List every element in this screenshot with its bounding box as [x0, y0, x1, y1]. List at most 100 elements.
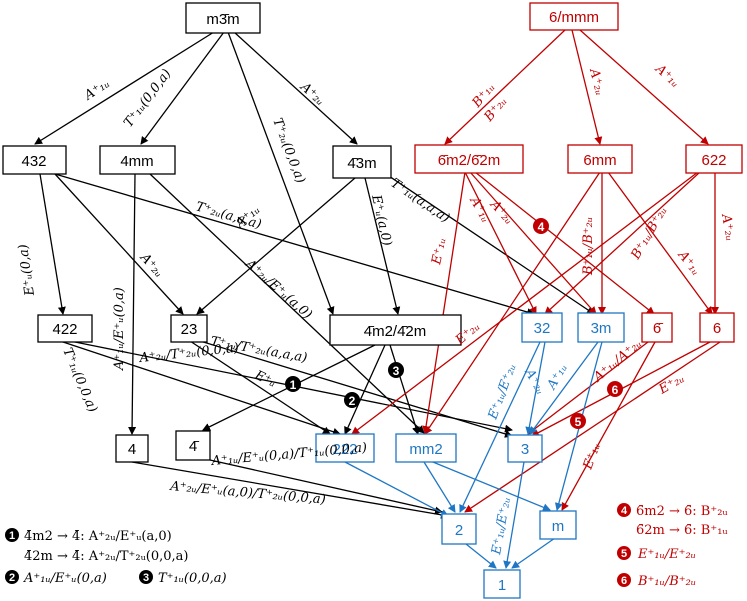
node-432: 432	[21, 153, 46, 170]
label-3-1: E⁺₁ᵤ/E⁺₂ᵤ	[489, 496, 514, 557]
node-box-3m	[577, 312, 625, 343]
edge-43m-42m	[364, 177, 401, 315]
node-box-43m	[332, 145, 392, 179]
marker-4	[533, 218, 549, 234]
node-box-4bar	[175, 430, 211, 461]
edge-422-222	[59, 340, 341, 436]
edge-3m-3	[529, 341, 599, 435]
svg-text:1: 1	[290, 378, 297, 392]
edge-6m2-3m	[469, 171, 597, 315]
label-622-32: B⁺₁ᵤ/B⁺₂ᵤ	[628, 204, 670, 263]
svg-text:5: 5	[575, 415, 582, 429]
legend-line-6: B⁺₁ᵤ/B⁺₂ᵤ	[637, 574, 696, 589]
edge-6mm-6	[607, 171, 713, 315]
node-box-3	[507, 434, 543, 463]
node-box-6m2	[414, 144, 524, 174]
legend-right: 4 6̄m2 → 6̄: B⁺₂ᵤ 6̄2m → 6̄: B⁺₁ᵤ 5 E⁺₁ᵤ…	[617, 503, 728, 589]
legend-marker-2	[5, 570, 19, 584]
node-box-mm2	[395, 433, 457, 463]
node-box-m3m	[185, 2, 261, 34]
edge-6m2-mm2	[422, 171, 466, 434]
svg-text:2: 2	[349, 394, 356, 408]
legend-marker-6	[617, 573, 631, 587]
svg-text:4: 4	[538, 220, 545, 234]
legend-line-3: T⁺₁ᵤ(0,0,a)	[158, 571, 227, 586]
label-432-422: E⁺ᵤ(0,a)	[16, 243, 38, 297]
node-mm2: mm2	[409, 441, 442, 458]
diagram-markers: 1 2 3 4 5 6	[285, 218, 623, 429]
node-222: 222	[332, 441, 357, 458]
marker-5	[570, 413, 586, 429]
marker-6	[607, 381, 623, 397]
node-6bar: 6̄	[653, 320, 663, 337]
label-4-2: A⁺₂ᵤ/E⁺ᵤ(a,0)/T⁺₂ᵤ(0,0,a)	[169, 479, 327, 508]
node-43m: 4̄3m	[347, 155, 376, 172]
legend-left: 1 4̄m2 → 4̄: A⁺₂ᵤ/E⁺ᵤ(a,0) 4̄2m → 4̄: A⁺…	[5, 528, 227, 586]
node-box-6	[699, 312, 735, 343]
node-23: 23	[181, 321, 198, 338]
svg-text:3: 3	[393, 364, 400, 378]
node-box-2	[441, 513, 477, 545]
label-6mmm-622: A⁺₁ᵤ	[652, 61, 683, 91]
label-4bar-2: A⁺₁ᵤ/E⁺ᵤ(0,a)/T⁺₁ᵤ(0,0,a)	[210, 440, 368, 469]
edge-m3m-432	[34, 31, 215, 145]
edge-23-222	[189, 340, 331, 435]
edge-432-23	[54, 173, 184, 315]
node-box-32	[521, 312, 563, 343]
edge-4mm-4	[128, 173, 137, 435]
node-2: 2	[455, 522, 463, 539]
svg-text:6: 6	[621, 575, 627, 587]
edge-m3m-42m	[227, 31, 335, 315]
label-6-3: E⁺₂ᵤ	[656, 371, 688, 398]
node-3: 3	[521, 441, 529, 458]
label-6bar-3: A⁺₁ᵤ/A⁺₂ᵤ	[590, 336, 645, 385]
node-6mm: 6mm	[583, 152, 616, 169]
legend-marker-5	[617, 546, 631, 560]
edge-6mm-mm2	[424, 171, 601, 435]
edge-6mmm-6mm	[571, 29, 603, 145]
marker-3	[388, 362, 404, 378]
svg-text:3: 3	[143, 572, 149, 584]
label-32-3: A⁺₂ᵤ	[521, 366, 548, 397]
edge-23-3	[199, 340, 513, 438]
blue-nodes: 32 3m 222 mm2 3 2 m 1	[315, 312, 625, 599]
node-422: 422	[52, 321, 77, 338]
node-box-4	[115, 434, 149, 463]
edge-2-1	[465, 543, 497, 569]
node-m: m	[552, 518, 565, 535]
edge-622-32	[544, 171, 701, 315]
node-box-1	[483, 569, 521, 599]
label-6bar-m: E⁺₁ᵤ	[580, 441, 604, 472]
svg-text:1: 1	[9, 530, 15, 542]
edge-6bar-m	[561, 341, 656, 511]
svg-text:5: 5	[621, 548, 627, 560]
label-422-4: T⁺₁ᵤ(0,0,a)	[59, 346, 100, 415]
node-box-23	[170, 314, 208, 343]
edge-mm2-m	[427, 459, 551, 512]
node-4: 4	[128, 441, 136, 458]
node-4mm: 4mm	[120, 153, 153, 170]
node-box-4mm	[99, 145, 176, 175]
red-nodes: 6/mmm 6̄m2/6̄2m 6mm 622 6̄ 6	[414, 2, 743, 343]
edge-3-1	[503, 461, 525, 569]
label-23-222: E⁺ᵤ	[251, 368, 278, 391]
node-1: 1	[498, 577, 506, 594]
node-32: 32	[534, 320, 551, 337]
edge-622-222	[351, 171, 699, 435]
svg-text:6: 6	[612, 383, 619, 397]
label-43m-42m: E⁺ᵤ(a,0)	[368, 193, 395, 248]
red-edges	[351, 29, 721, 513]
svg-text:4: 4	[621, 505, 628, 517]
legend-line-4a: 6̄m2 → 6̄: B⁺₂ᵤ	[636, 504, 728, 519]
legend-marker-4	[617, 503, 631, 517]
edge-43m-23	[196, 177, 356, 315]
node-box-622	[685, 144, 743, 174]
legend-line-1b: 4̄2m → 4̄: A⁺₂ᵤ/T⁺₂ᵤ(0,0,a)	[24, 549, 188, 564]
node-m3m: m3̄m	[206, 11, 239, 28]
edge-6mmm-622	[579, 29, 709, 145]
node-box-432	[2, 145, 67, 175]
black-nodes: m3̄m 432 4mm 4̄3m 422 23 4̄m2/4̄2m 4 4̄	[2, 2, 462, 463]
legend-marker-3	[139, 570, 153, 584]
marker-1	[285, 376, 301, 392]
